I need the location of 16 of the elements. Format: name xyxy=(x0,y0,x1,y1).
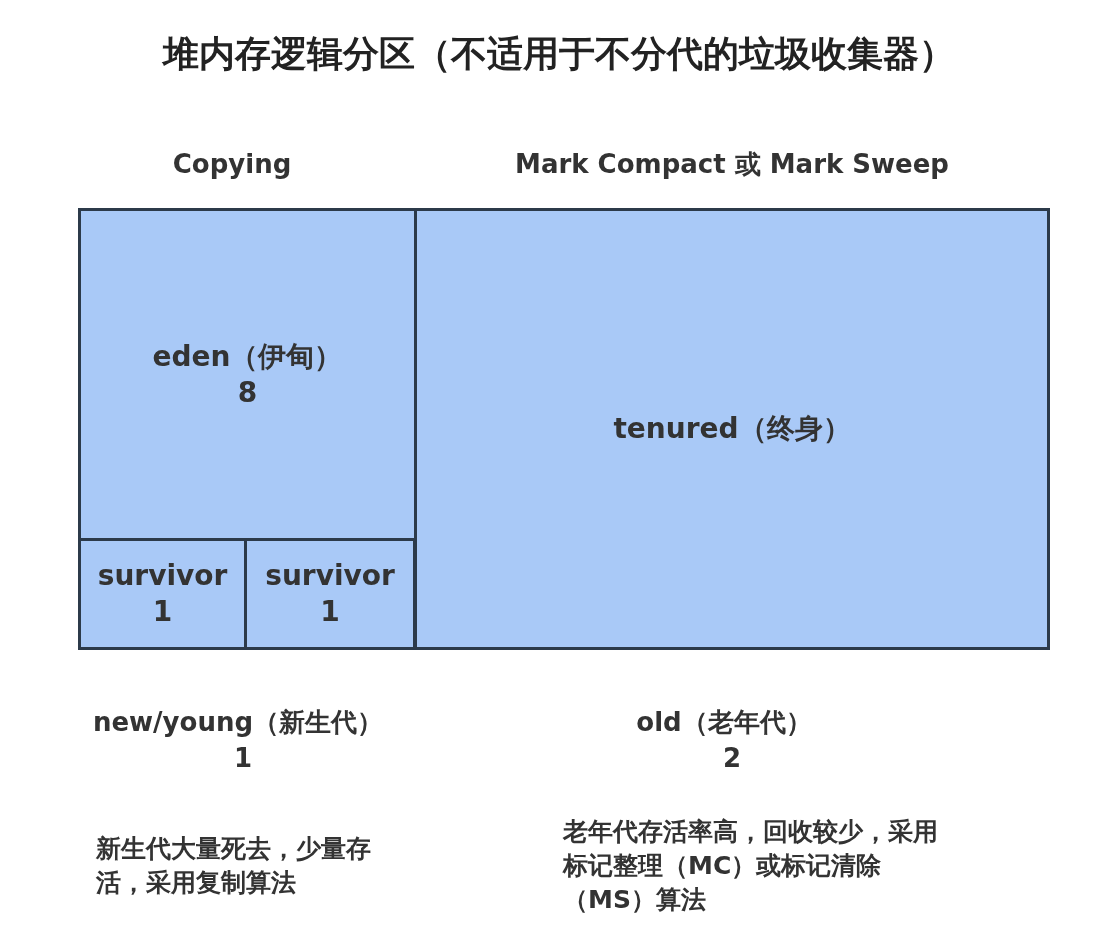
ratio-number: 2 xyxy=(721,742,743,775)
note-text: 老年代存活率高，回收较少，采用标记整理（MC）或标记清除（MS）算法 xyxy=(563,816,939,916)
algorithm-label: Mark Compact 或 Mark Sweep xyxy=(514,148,950,181)
region-name: eden（伊甸） xyxy=(152,338,343,375)
region-size: 8 xyxy=(237,374,258,411)
diagram-title: 堆内存逻辑分区（不适用于不分代的垃圾收集器） xyxy=(161,32,956,76)
generation-label: old（老年代） xyxy=(635,706,813,739)
region-size: 1 xyxy=(320,594,340,630)
region-name: tenured（终身） xyxy=(613,411,851,447)
ratio-number: 1 xyxy=(232,742,254,775)
region-name: survivor xyxy=(265,558,395,594)
generation-label: new/young（新生代） xyxy=(91,706,385,739)
region-size: 1 xyxy=(152,594,173,630)
algorithm-label: Copying xyxy=(171,148,293,181)
region-name: survivor xyxy=(97,558,228,594)
note-text: 新生代大量死去，少量存活，采用复制算法 xyxy=(96,833,372,899)
